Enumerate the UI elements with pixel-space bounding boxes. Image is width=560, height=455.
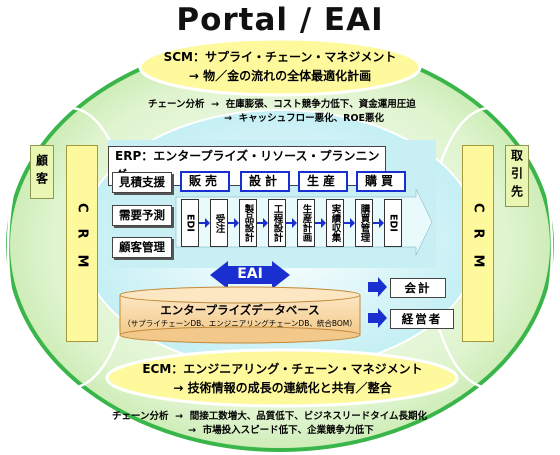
accounting-arrow (368, 277, 387, 297)
scm-analysis: チェーン分析 → 在庫膨張、コスト競争力低下、資金運用圧迫 → キャッシュフロー… (148, 99, 416, 124)
ecm-line1: ECM：エンジニアリング・チェーン・マネジメント (142, 362, 423, 376)
step-production-plan: 生産計画 (297, 199, 315, 247)
header-production: 生産 (298, 171, 348, 192)
eai-label: EAI (237, 266, 263, 282)
step-purchase-mgmt: 購買管理 (355, 199, 373, 247)
step-connectors (197, 218, 384, 228)
step-edi-in: EDI (181, 199, 199, 247)
scm-ellipse (138, 37, 422, 97)
step-process-design: 工程設計 (268, 199, 286, 247)
output-executive: 経営者 (390, 309, 454, 329)
step-result-collection: 実績収集 (326, 199, 344, 247)
ecm-line2: → 技術情報の成長の連続化と共有／整合 (173, 381, 392, 395)
crm-left: CRM (66, 145, 98, 342)
header-design: 設計 (240, 171, 290, 192)
database-label: エンタープライズデータベース （サプライチェーンDB、エンジニアリングチェーンD… (120, 303, 360, 329)
executive-arrow (368, 308, 387, 328)
left-label-customer-mgmt: 顧客管理 (112, 237, 172, 258)
eai-arrow (210, 261, 290, 289)
output-accounting: 会計 (390, 278, 446, 298)
header-purchasing: 購買 (356, 171, 406, 192)
ecm-analysis: チェーン分析 → 間接工数増大、品質低下、ビジネスリードタイム長期化 → 市場投… (112, 411, 428, 436)
scm-label: SCM：サプライ・チェーン・マネジメント → 物／金の流れの全体最適化計画 (150, 48, 410, 86)
step-edi-out: EDI (384, 199, 402, 247)
scm-line2: → 物／金の流れの全体最適化計画 (188, 69, 372, 83)
database-title: エンタープライズデータベース (160, 303, 320, 317)
left-label-estimate: 見積支援 (112, 172, 172, 193)
scm-line1: SCM：サプライ・チェーン・マネジメント (163, 50, 397, 64)
database-subtitle: （サプライチェーンDB、エンジニアリングチェーンDB、統合BOM） (123, 319, 357, 328)
customer-label: 顧客 (30, 145, 54, 199)
step-product-design: 製品設計 (239, 199, 257, 247)
supplier-label: 取引先 (505, 145, 529, 207)
ecm-label: ECM：エンジニアリング・チェーン・マネジメント → 技術情報の成長の連続化と共… (120, 360, 445, 398)
step-order: 受注 (210, 199, 228, 247)
crm-right: CRM (462, 145, 494, 342)
page-title: Portal / EAI (176, 2, 384, 38)
left-label-forecast: 需要予測 (112, 205, 172, 226)
header-sales: 販売 (180, 171, 230, 192)
ecm-ellipse (105, 348, 459, 408)
database-cylinder (119, 286, 361, 344)
